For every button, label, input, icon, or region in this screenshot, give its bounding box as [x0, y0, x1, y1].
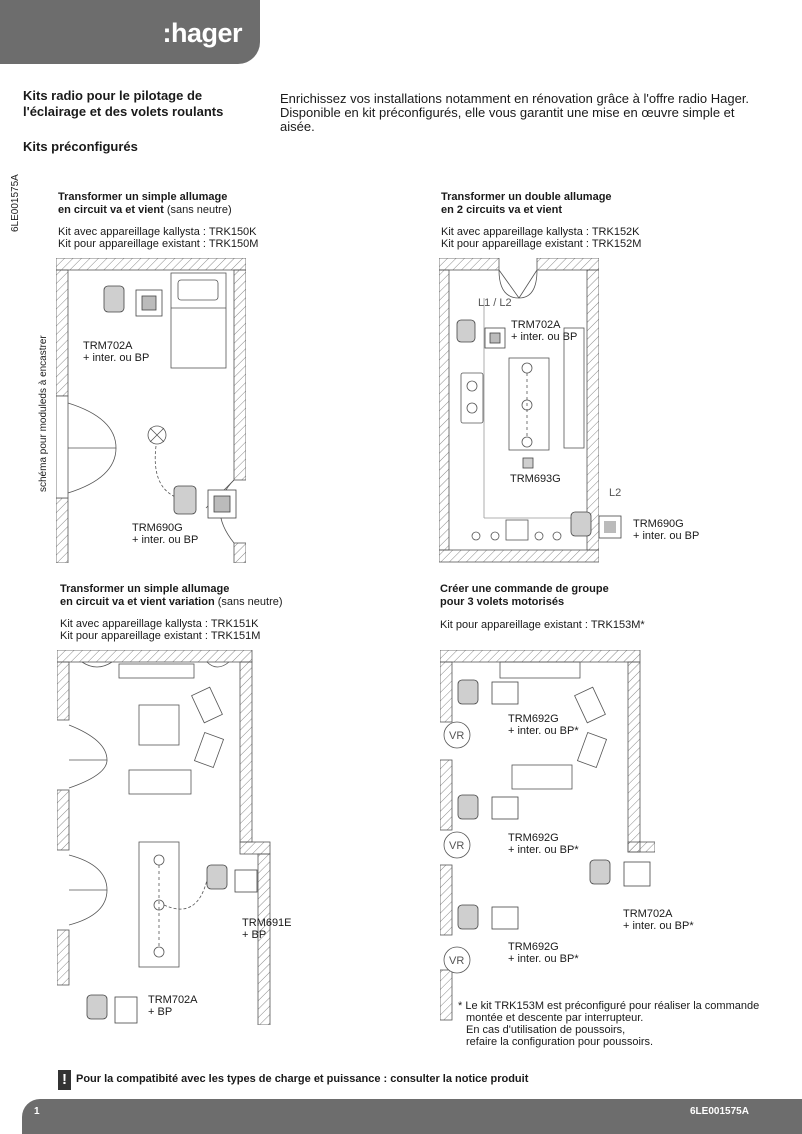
- floor-plan-4: [440, 650, 655, 1021]
- section-1-kit1: Kit avec appareillage kallysta : TRK150K: [58, 226, 257, 238]
- plan4-label-b-ref: TRM692G: [508, 832, 559, 844]
- module-trm702a: [103, 285, 163, 317]
- section-4-kit1: Kit pour appareillage existant : TRK153M…: [440, 619, 645, 631]
- page-title-line1: Kits radio pour le pilotage de: [23, 88, 203, 103]
- intro-line3: aisée.: [280, 119, 315, 134]
- plan1-label-a-ref: TRM702A: [83, 340, 133, 352]
- plan2-label-b: TRM693G: [510, 473, 561, 485]
- floor-plan-3: [57, 650, 271, 1025]
- plan4-label-a-desc: + inter. ou BP*: [508, 725, 579, 737]
- side-reference-code: 6LE001575A: [10, 174, 21, 232]
- section-4-header: Créer une commande de groupe pour 3 vole…: [440, 583, 645, 631]
- plan3-label-a-desc: + BP: [242, 929, 267, 941]
- plan4-label-c-desc: + inter. ou BP*: [623, 920, 694, 932]
- plan4-label-b: TRM692G+ inter. ou BP*: [508, 832, 579, 856]
- section-1-title-note: (sans neutre): [163, 204, 232, 216]
- plan4-label-c-ref: TRM702A: [623, 908, 673, 920]
- schema-side-label: schéma pour moduleds à encastrer: [38, 335, 49, 492]
- plan2-label-c: TRM690G+ inter. ou BP: [633, 518, 699, 542]
- intro-line2: Disponible en kit préconfigurés, elle vo…: [280, 105, 735, 120]
- plan3-label-a-ref: TRM691E: [242, 917, 292, 929]
- plan4-label-d: TRM692G+ inter. ou BP*: [508, 941, 579, 965]
- section-3-kit2: Kit pour appareillage existant : TRK151M: [60, 630, 261, 642]
- plan1-label-b-desc: + inter. ou BP: [132, 534, 199, 546]
- plan3-label-b-ref: TRM702A: [148, 994, 198, 1006]
- plan2-tag-l1l2: L1 / L2: [478, 297, 512, 309]
- footer-reference: 6LE001575A: [690, 1106, 749, 1117]
- header-banner: :hager: [0, 0, 260, 64]
- section-2-kit1: Kit avec appareillage kallysta : TRK152K: [441, 226, 640, 238]
- plan2-label-a-desc: + inter. ou BP: [511, 331, 578, 343]
- floor-plan-2: [439, 258, 599, 563]
- plan4-label-a-ref: TRM692G: [508, 713, 559, 725]
- section-1-kit2: Kit pour appareillage existant : TRK150M: [58, 238, 259, 250]
- plan3-label-b-desc: + BP: [148, 1006, 173, 1018]
- module-trm690g: [173, 485, 237, 519]
- section-2-title-bold: en 2 circuits va et vient: [441, 204, 563, 216]
- plan3-label-a: TRM691E+ BP: [242, 917, 292, 941]
- page-title: Kits radio pour le pilotage de l'éclaira…: [23, 88, 223, 120]
- kits-subtitle: Kits préconfigurés: [23, 139, 138, 154]
- plan4-label-b-desc: + inter. ou BP*: [508, 844, 579, 856]
- page-title-line2: l'éclairage et des volets roulants: [23, 104, 224, 119]
- section-2-title: Transformer un double allumage: [441, 191, 612, 203]
- section-3-header: Transformer un simple allumage en circui…: [60, 583, 283, 642]
- kit-footnote-line4: refaire la configuration pour poussoirs.: [466, 1036, 654, 1048]
- section-3-title-bold: en circuit va et vient variation: [60, 596, 215, 608]
- intro-paragraph: Enrichissez vos installations notamment …: [280, 92, 749, 134]
- plan2-label-c-ref: TRM690G: [633, 518, 684, 530]
- plan2-label-c-desc: + inter. ou BP: [633, 530, 700, 542]
- plan2-switch-icon: [598, 515, 622, 539]
- kit-footnote-line2: montée et descente par interrupteur.: [466, 1012, 644, 1024]
- vr-badge-2: VR: [449, 840, 465, 852]
- footer-bar: [22, 1099, 802, 1134]
- plan4-label-d-ref: TRM692G: [508, 941, 559, 953]
- section-4-title-bold: pour 3 volets motorisés: [440, 596, 565, 608]
- warning-icon: !: [58, 1070, 71, 1090]
- section-1-title-bold: en circuit va et vient: [58, 204, 164, 216]
- plan2-label-a: TRM702A+ inter. ou BP: [511, 319, 577, 343]
- warning-text: Pour la compatibité avec les types de ch…: [76, 1073, 529, 1085]
- hager-logo: :hager: [162, 18, 242, 48]
- section-2-kit2: Kit pour appareillage existant : TRK152M: [441, 238, 642, 250]
- section-3-title-note: (sans neutre): [214, 596, 283, 608]
- vr-badge-1: VR: [449, 730, 465, 742]
- plan1-label-a-desc: + inter. ou BP: [83, 352, 150, 364]
- plan2-label-b-ref: TRM693G: [510, 473, 561, 485]
- kit-footnote-line3: En cas d'utilisation de poussoirs,: [466, 1024, 626, 1036]
- floor-plan-1: [56, 258, 246, 563]
- section-4-title: Créer une commande de groupe: [440, 583, 609, 595]
- plan4-label-c: TRM702A+ inter. ou BP*: [623, 908, 694, 932]
- plan1-label-b: TRM690G+ inter. ou BP: [132, 522, 198, 546]
- intro-line1: Enrichissez vos installations notamment …: [280, 91, 750, 106]
- kit-footnote-line1: * Le kit TRK153M est préconfiguré pour r…: [458, 1000, 760, 1012]
- section-1-header: Transformer un simple allumage en circui…: [58, 191, 258, 250]
- plan4-label-d-desc: + inter. ou BP*: [508, 953, 579, 965]
- plan1-label-a: TRM702A+ inter. ou BP: [83, 340, 149, 364]
- section-2-header: Transformer un double allumage en 2 circ…: [441, 191, 641, 250]
- section-3-title: Transformer un simple allumage: [60, 583, 230, 595]
- plan2-label-a-ref: TRM702A: [511, 319, 561, 331]
- section-1-title: Transformer un simple allumage: [58, 191, 228, 203]
- plan2-tag-l2: L2: [609, 487, 622, 499]
- page-number: 1: [34, 1106, 40, 1117]
- plan3-label-b: TRM702A+ BP: [148, 994, 198, 1018]
- kit-footnote: * Le kit TRK153M est préconfiguré pour r…: [458, 1000, 759, 1048]
- section-3-kit1: Kit avec appareillage kallysta : TRK151K: [60, 618, 259, 630]
- plan1-label-b-ref: TRM690G: [132, 522, 183, 534]
- plan4-label-a: TRM692G+ inter. ou BP*: [508, 713, 579, 737]
- vr-badge-3: VR: [449, 955, 465, 967]
